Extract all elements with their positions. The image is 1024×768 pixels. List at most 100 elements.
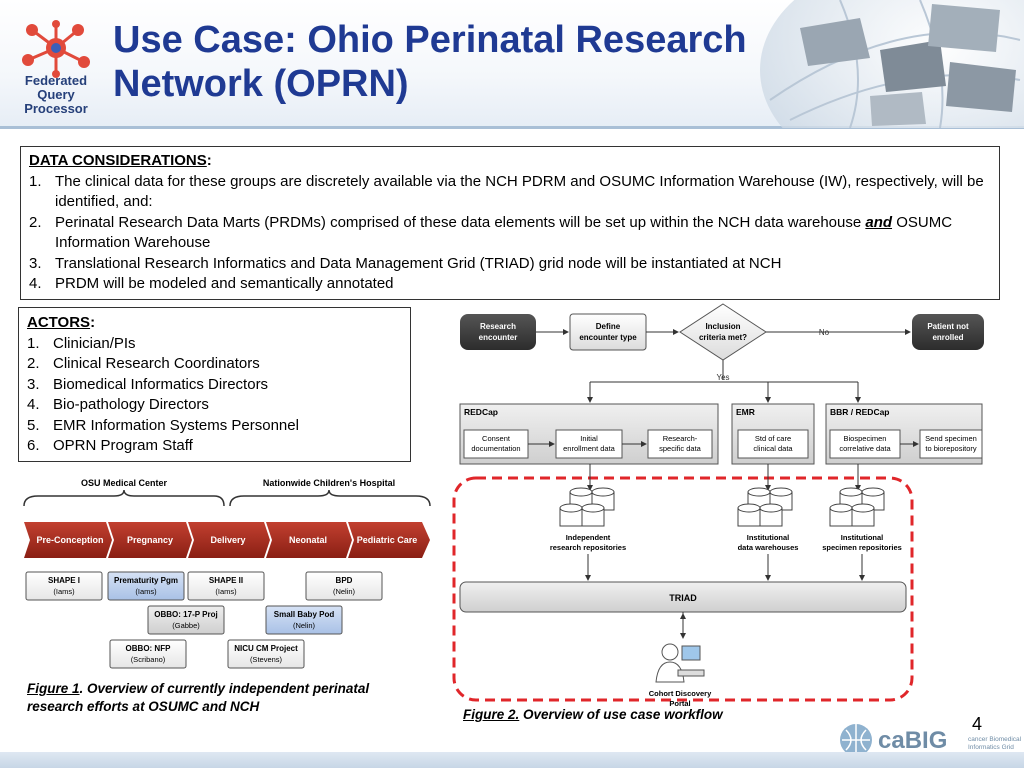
- page-number: 4: [972, 714, 983, 734]
- svg-text:(Gabbe): (Gabbe): [172, 621, 200, 630]
- svg-text:specimen repositories: specimen repositories: [822, 543, 902, 552]
- svg-text:Small Baby Pod: Small Baby Pod: [274, 610, 335, 619]
- data-considerations-heading: DATA CONSIDERATIONS: [29, 152, 207, 169]
- figure2-diagram: Research encounter Define encounter type…: [452, 303, 984, 708]
- research-encounter-node: [460, 314, 536, 350]
- svg-text:Initial: Initial: [580, 434, 598, 443]
- cabig-tagline-2: Informatics Grid: [968, 744, 1014, 751]
- svg-text:Std of care: Std of care: [755, 434, 791, 443]
- svg-text:specific data: specific data: [659, 444, 702, 453]
- project-box: [25, 571, 103, 601]
- svg-text:OBBO: NFP: OBBO: NFP: [126, 644, 172, 653]
- database-icon: [737, 487, 793, 527]
- figure2-caption: Figure 2. Overview of use case workflow: [463, 706, 783, 724]
- svg-text:OBBO: 17-P Proj: OBBO: 17-P Proj: [154, 610, 217, 619]
- project-box: [147, 605, 225, 635]
- project-box: [187, 571, 265, 601]
- svg-text:Portal: Portal: [669, 699, 690, 708]
- project-box: [305, 571, 383, 601]
- svg-text:Institutional: Institutional: [747, 533, 790, 542]
- project-box: [109, 639, 187, 669]
- data-considerations-box: DATA CONSIDERATIONS: 1.The clinical data…: [20, 146, 1000, 300]
- actors-box: ACTORS: 1.Clinician/PIs 2.Clinical Resea…: [18, 307, 411, 462]
- fqp-logo-icon: [22, 20, 90, 78]
- stage-chevron: [348, 522, 430, 558]
- list-item: 1.Clinician/PIs: [27, 334, 136, 352]
- svg-text:Institutional: Institutional: [841, 533, 884, 542]
- figure2-caption-label: Figure 2.: [463, 707, 520, 722]
- database-icon: [829, 487, 885, 527]
- list-item: 5.EMR Information Systems Personnel: [27, 416, 299, 434]
- svg-text:BPD: BPD: [336, 576, 353, 585]
- stage-chevron: [108, 522, 192, 558]
- bracket-nch: [229, 489, 431, 507]
- bbr-label: BBR / REDCap: [830, 407, 890, 417]
- svg-text:enrollment data: enrollment data: [563, 444, 616, 453]
- list-item: 3.Translational Research Informatics and…: [29, 254, 782, 272]
- bracket-osu: [23, 489, 225, 507]
- list-item: 2.Perinatal Research Data Marts (PRDMs) …: [29, 213, 953, 252]
- figure1-caption-text: . Overview of currently independent peri…: [27, 681, 370, 714]
- emr-label: EMR: [736, 407, 755, 417]
- fqp-logo-text: Federated Query Processor: [4, 74, 108, 116]
- svg-text:Define: Define: [596, 322, 621, 331]
- svg-text:criteria met?: criteria met?: [699, 333, 747, 342]
- svg-text:(Iams): (Iams): [53, 587, 75, 596]
- no-label: No: [819, 328, 830, 337]
- user-computer-icon: [655, 643, 705, 683]
- list-item: 6.OPRN Program Staff: [27, 437, 193, 454]
- stage-label: Pre-Conception: [36, 535, 103, 545]
- actors-heading: ACTORS: [27, 314, 91, 331]
- group-osu-label: OSU Medical Center: [81, 478, 168, 488]
- list-item: 2.Clinical Research Coordinators: [27, 355, 260, 372]
- data-considerations-list: 1.The clinical data for these groups are…: [29, 172, 991, 295]
- redcap-label: REDCap: [464, 407, 498, 417]
- stage-label: Neonatal: [289, 535, 327, 545]
- svg-text:(Nelin): (Nelin): [293, 621, 316, 630]
- svg-text:Research-: Research-: [663, 434, 698, 443]
- define-encounter-node: [569, 313, 647, 351]
- footer-band: [0, 752, 1024, 768]
- svg-text:Patient not: Patient not: [927, 322, 969, 331]
- svg-text:NICU CM Project: NICU CM Project: [234, 644, 298, 653]
- svg-text:enrolled: enrolled: [932, 333, 963, 342]
- svg-text:Cohort Discovery: Cohort Discovery: [649, 689, 712, 698]
- stage-chevron: [24, 522, 112, 558]
- figure2-caption-text: Overview of use case workflow: [519, 707, 723, 722]
- svg-text:research repositories: research repositories: [550, 543, 626, 552]
- cabig-tagline-1: cancer Biomedical: [968, 736, 1022, 743]
- header-divider: [0, 126, 1024, 129]
- stage-chevron: [266, 522, 352, 558]
- svg-text:(Stevens): (Stevens): [250, 655, 283, 664]
- list-item: 4.Bio-pathology Directors: [27, 396, 209, 413]
- svg-text:documentation: documentation: [471, 444, 520, 453]
- project-box: [107, 571, 185, 601]
- svg-text:(Iams): (Iams): [215, 587, 237, 596]
- stage-chevron: [188, 522, 270, 558]
- svg-text:encounter: encounter: [479, 333, 518, 342]
- svg-text:data warehouses: data warehouses: [738, 543, 799, 552]
- page-title: Use Case: Ohio Perinatal Research Networ…: [113, 19, 747, 105]
- svg-text:Consent: Consent: [482, 434, 511, 443]
- svg-text:clinical data: clinical data: [753, 444, 793, 453]
- globe-graphic: [760, 0, 1024, 128]
- triad-label: TRIAD: [669, 593, 697, 603]
- inclusion-decision-node: [679, 303, 767, 361]
- figure1-caption-label: Figure 1: [27, 681, 80, 696]
- stage-label: Pregnancy: [127, 535, 173, 545]
- svg-text:Research: Research: [480, 322, 516, 331]
- svg-text:to biorepository: to biorepository: [925, 444, 977, 453]
- svg-text:(Scribano): (Scribano): [131, 655, 166, 664]
- project-box: [227, 639, 305, 669]
- svg-text:SHAPE II: SHAPE II: [209, 576, 243, 585]
- svg-text:Independent: Independent: [566, 533, 611, 542]
- svg-text:SHAPE I: SHAPE I: [48, 576, 80, 585]
- figure1-diagram: OSU Medical Center Nationwide Children's…: [23, 478, 431, 669]
- stage-label: Pediatric Care: [357, 535, 418, 545]
- stage-label: Delivery: [210, 535, 245, 545]
- svg-text:Prematurity Pgm: Prematurity Pgm: [114, 576, 178, 585]
- list-item: 3.Biomedical Informatics Directors: [27, 375, 269, 393]
- group-nch-label: Nationwide Children's Hospital: [263, 478, 395, 488]
- svg-text:Biospecimen: Biospecimen: [844, 434, 887, 443]
- svg-text:(Nelin): (Nelin): [333, 587, 356, 596]
